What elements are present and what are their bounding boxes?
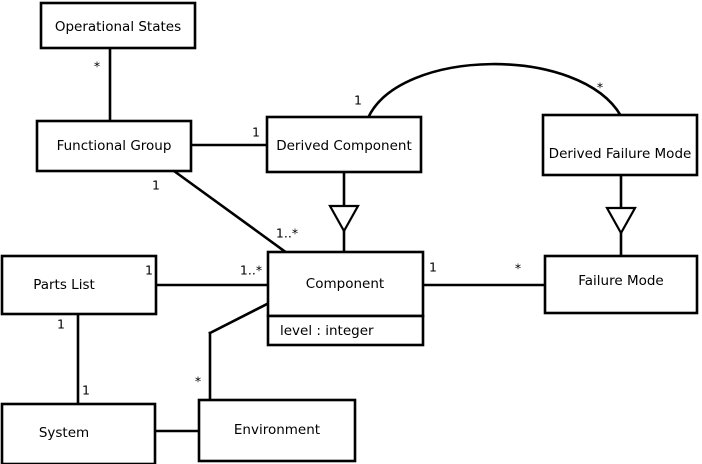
- class-box-environment-rect: [197, 398, 357, 463]
- multiplicity-derived-component-arc: 1: [354, 93, 362, 108]
- class-box-parts-list[interactable]: Parts List: [0, 254, 158, 316]
- class-box-failure-mode[interactable]: Failure Mode: [543, 254, 699, 315]
- class-box-operational-states[interactable]: Operational States: [39, 1, 197, 50]
- class-name-failure-mode: Failure Mode: [578, 273, 664, 289]
- class-name-derived-failure-mode: Derived Failure Mode: [549, 146, 692, 162]
- connector-derived-component-derived-failure-mode[interactable]: [366, 62, 623, 119]
- class-box-derived-failure-mode-rect: [541, 113, 699, 177]
- class-box-parts-list-rect: [0, 254, 158, 316]
- class-box-component[interactable]: Component level : integer: [266, 250, 425, 347]
- multiplicity-functional-group-derived-component: 1: [252, 125, 260, 140]
- class-box-derived-component-rect: [265, 115, 423, 174]
- multiplicity-system-parts-list: 1: [82, 383, 90, 398]
- class-name-environment: Environment: [234, 422, 320, 438]
- connector-environment-component-diagonal[interactable]: [208, 301, 271, 335]
- multiplicity-functional-group-component: 1: [152, 178, 160, 193]
- class-box-derived-component[interactable]: Derived Component: [265, 115, 423, 174]
- connector-functional-group-component[interactable]: [172, 169, 289, 255]
- class-box-component-attributes-rect: [266, 314, 425, 347]
- class-box-functional-group-rect: [35, 119, 193, 173]
- multiplicity-component-functional-group: 1..*: [276, 226, 298, 241]
- multiplicity-component-failure-mode: 1: [429, 260, 437, 275]
- generalization-triangle-failure-mode: [605, 206, 637, 236]
- multiplicity-component-parts-list: 1..*: [240, 263, 262, 278]
- class-name-derived-component: Derived Component: [276, 138, 412, 154]
- class-name-operational-states: Operational States: [55, 19, 181, 35]
- class-name-functional-group: Functional Group: [57, 138, 172, 154]
- class-box-operational-states-rect: [39, 1, 197, 50]
- multiplicity-operational-states: *: [94, 59, 100, 74]
- class-box-environment[interactable]: Environment: [197, 398, 357, 463]
- multiplicity-derived-failure-mode-arc: *: [597, 80, 603, 95]
- class-attribute-component-level: level : integer: [280, 323, 374, 339]
- class-box-functional-group[interactable]: Functional Group: [35, 119, 193, 173]
- class-box-component-rect: [266, 250, 425, 318]
- class-box-system-rect: [0, 402, 157, 464]
- generalization-triangle-component: [328, 204, 360, 234]
- multiplicity-parts-list-system: 1: [57, 317, 65, 332]
- class-name-parts-list: Parts List: [33, 277, 95, 293]
- multiplicity-parts-list-component: 1: [145, 263, 153, 278]
- class-name-system: System: [39, 425, 89, 441]
- class-name-component: Component: [306, 276, 384, 292]
- class-box-derived-failure-mode[interactable]: Derived Failure Mode: [541, 113, 699, 177]
- class-box-system[interactable]: System: [0, 402, 157, 464]
- multiplicity-environment-component: *: [195, 374, 201, 389]
- multiplicity-failure-mode-component: *: [515, 261, 521, 276]
- class-box-failure-mode-rect: [543, 254, 699, 315]
